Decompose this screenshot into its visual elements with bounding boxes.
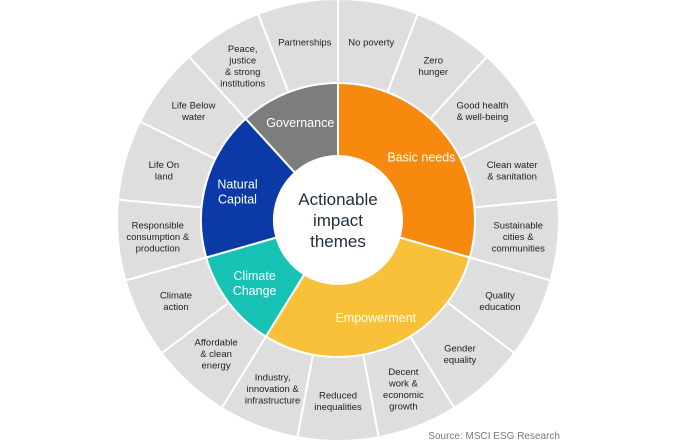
theme-ring xyxy=(200,81,476,358)
sdg-label-industry-innovation-infrastructure: Industry,innovation &infrastructure xyxy=(245,373,300,407)
theme-label-basic-needs: Basic needs xyxy=(387,150,455,164)
sdg-label-no-poverty: No poverty xyxy=(348,37,394,48)
sdg-ring xyxy=(116,0,560,442)
center-circle xyxy=(274,156,402,284)
sdg-label-good-health-well-being: Good health& well-being xyxy=(457,100,509,123)
source-note: Source: MSCI ESG Research xyxy=(428,431,560,442)
sdg-label-partnerships: Partnerships xyxy=(278,37,332,48)
theme-label-empowerment: Empowerment xyxy=(335,311,416,325)
theme-label-governance: Governance xyxy=(266,116,334,130)
sdg-label-clean-water-sanitation: Clean water& sanitation xyxy=(487,160,538,183)
